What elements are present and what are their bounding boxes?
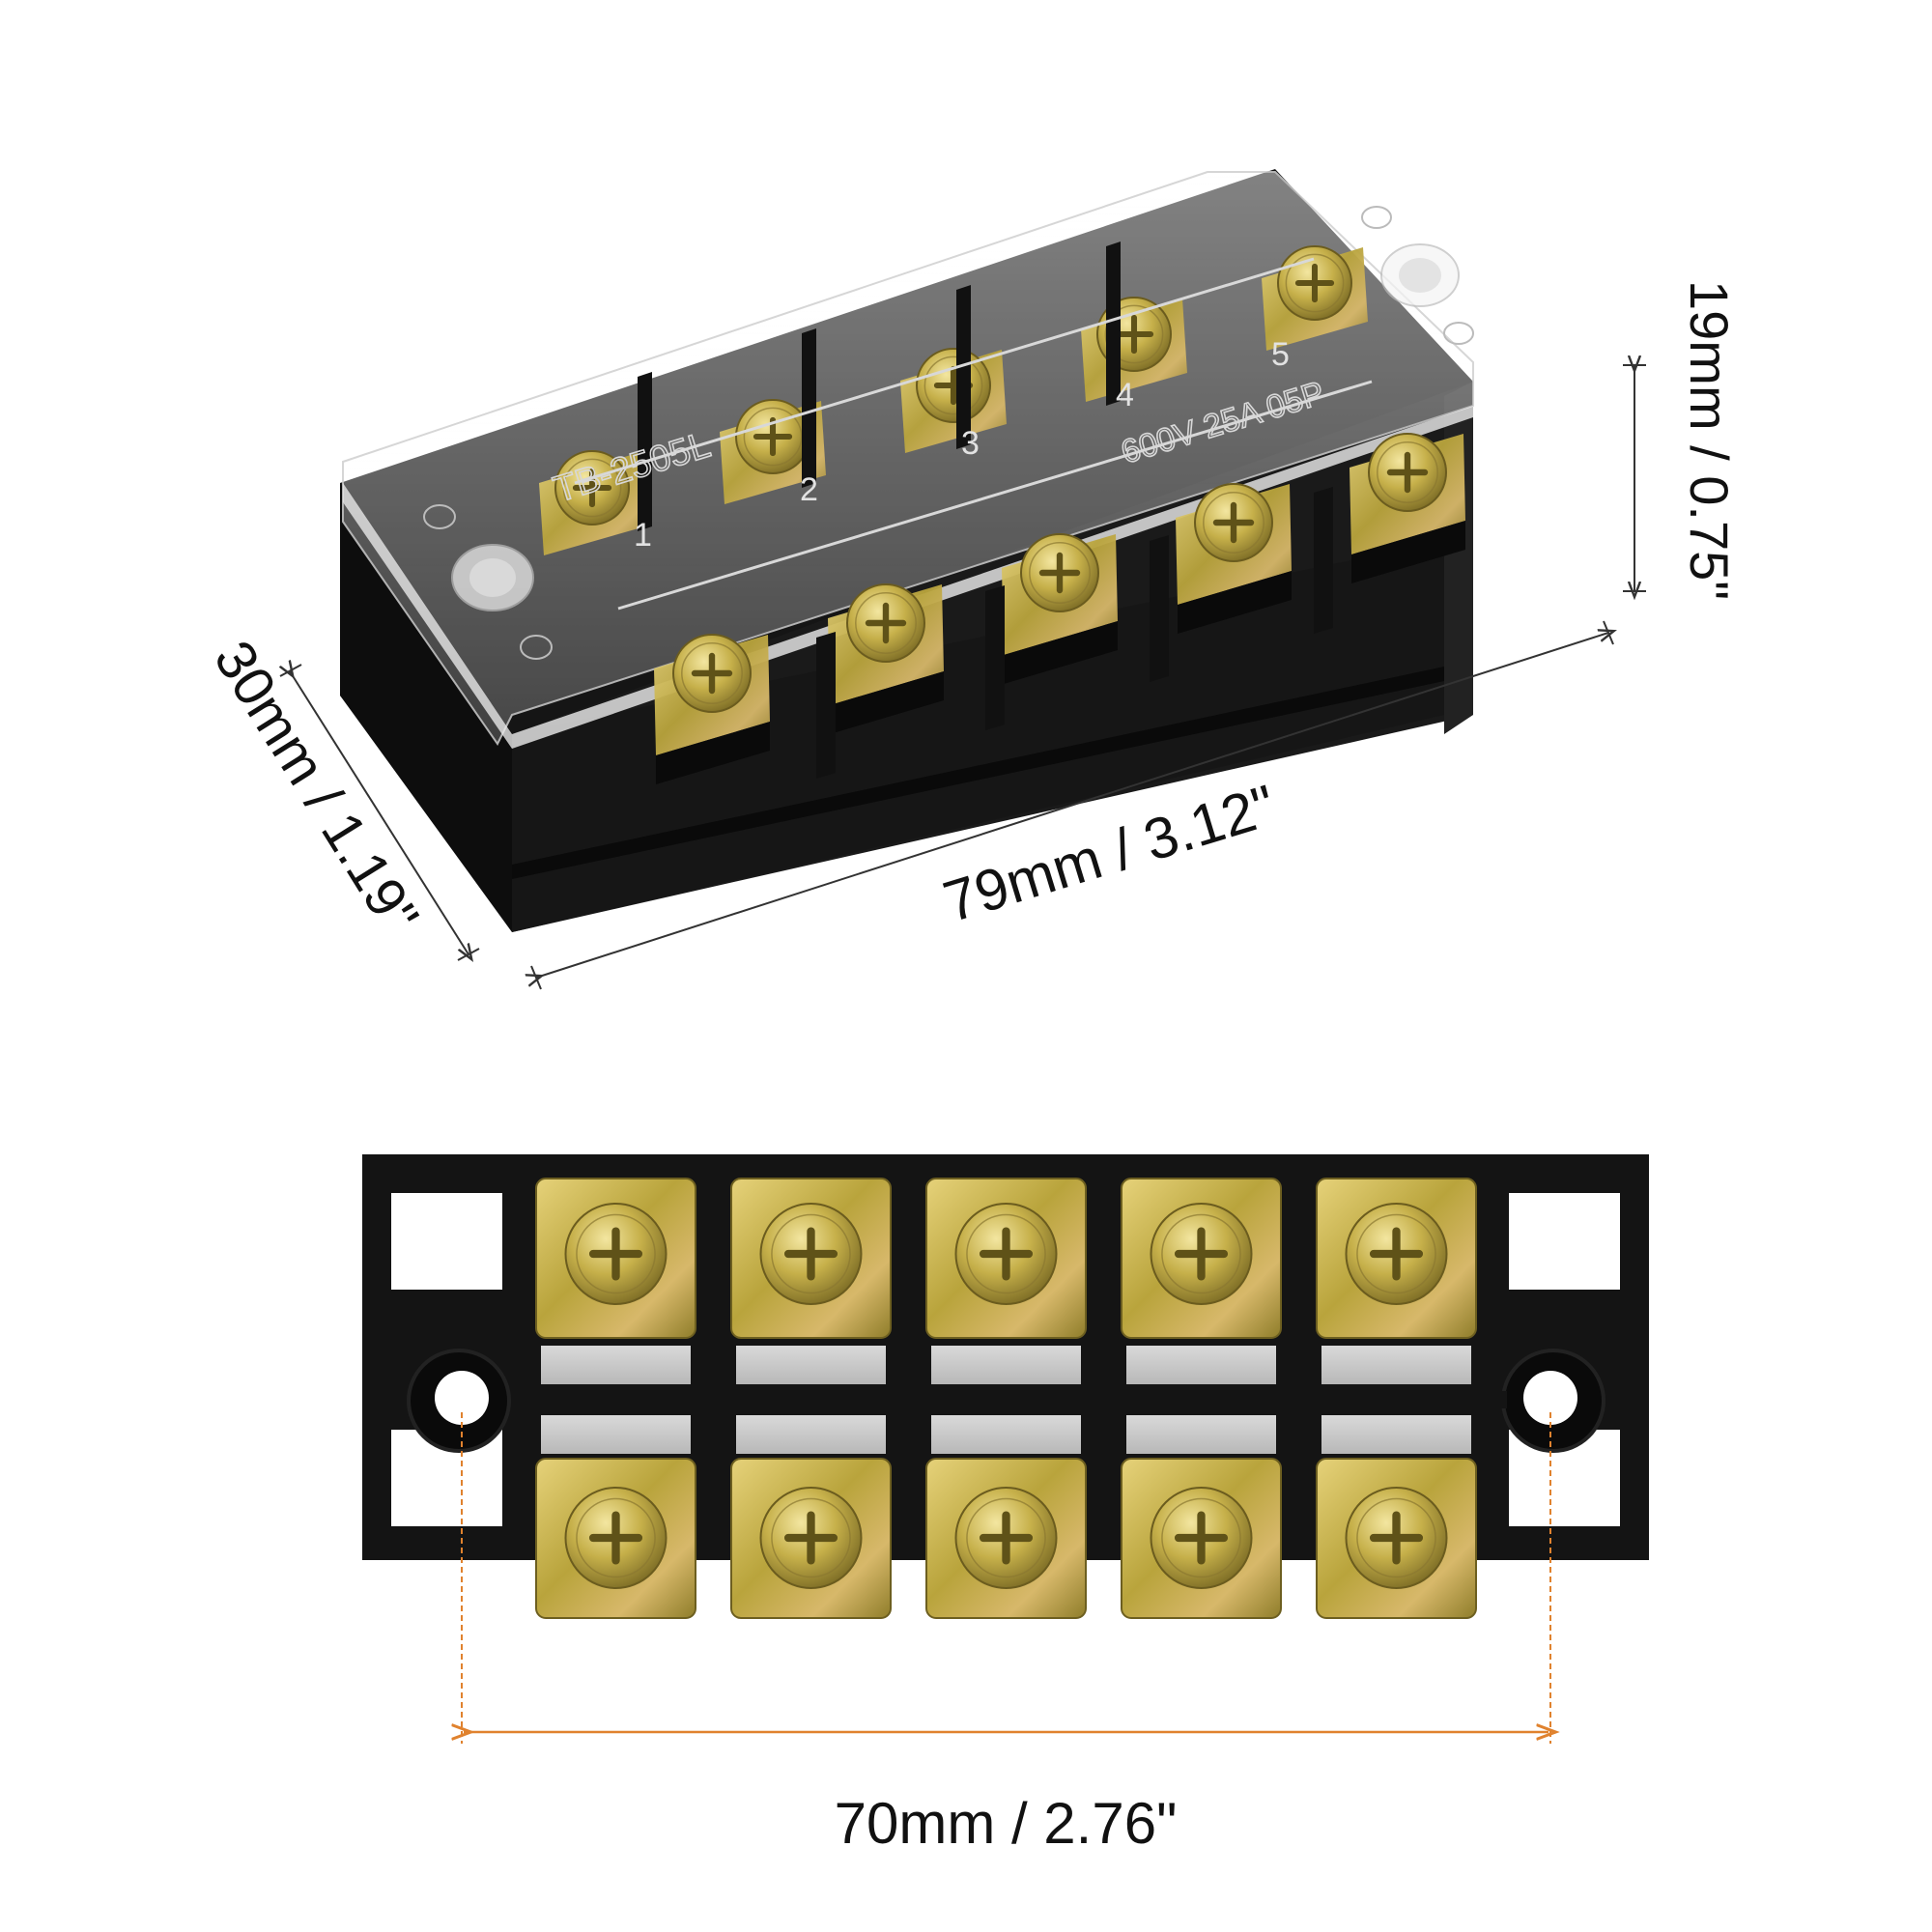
terminal-cell bbox=[535, 1178, 696, 1619]
top-view-divider bbox=[1295, 1154, 1309, 1560]
terminal-number-3: 3 bbox=[961, 425, 980, 462]
terminal-screw-lower bbox=[1150, 1487, 1253, 1589]
terminal-screw-lower bbox=[954, 1487, 1058, 1589]
terminal-strip-lower bbox=[736, 1415, 886, 1454]
terminal-number-1: 1 bbox=[634, 517, 652, 554]
iso-screw-lower bbox=[672, 634, 752, 713]
terminal-strip-lower bbox=[541, 1415, 691, 1454]
terminal-strip-lower bbox=[1321, 1415, 1471, 1454]
center-rail bbox=[512, 1391, 1507, 1408]
terminal-screw-upper bbox=[1150, 1203, 1253, 1305]
top-view-terminal-cells bbox=[512, 1154, 1507, 1619]
terminal-screw-upper bbox=[1345, 1203, 1448, 1305]
terminal-screw-upper bbox=[954, 1203, 1058, 1305]
terminal-number-2: 2 bbox=[800, 471, 818, 508]
hole-spacing-dimension-label: 70mm / 2.76" bbox=[835, 1791, 1178, 1856]
mounting-slot-top-right bbox=[1509, 1193, 1620, 1290]
terminal-number-4: 4 bbox=[1116, 377, 1134, 413]
mounting-boss-right bbox=[1361, 206, 1474, 345]
mounting-slot-top-left bbox=[391, 1193, 502, 1290]
terminal-screw-lower bbox=[759, 1487, 863, 1589]
terminal-screw-lower bbox=[1345, 1487, 1448, 1589]
iso-screw-upper bbox=[916, 348, 991, 423]
terminal-cell bbox=[730, 1178, 892, 1619]
terminal-screw-upper bbox=[759, 1203, 863, 1305]
mounting-hole-right bbox=[1523, 1371, 1577, 1425]
terminal-strip-upper bbox=[541, 1346, 691, 1384]
terminal-block-top-view bbox=[362, 1154, 1649, 1619]
iso-wire-slot bbox=[1178, 571, 1292, 634]
height-dimension-label: 19mm / 0.75" bbox=[1679, 280, 1740, 600]
cover-rail-lower bbox=[617, 380, 1373, 611]
terminal-screw-upper bbox=[564, 1203, 668, 1305]
iso-screw-upper bbox=[735, 399, 810, 474]
mounting-boss-left bbox=[423, 504, 553, 660]
terminal-strip-upper bbox=[1126, 1346, 1276, 1384]
cover-rail-upper bbox=[574, 257, 1315, 485]
terminal-strip-lower bbox=[1126, 1415, 1276, 1454]
mounting-hole-left bbox=[435, 1371, 489, 1425]
terminal-cell bbox=[925, 1178, 1087, 1619]
iso-screw-upper bbox=[1277, 245, 1352, 321]
terminal-strip-upper bbox=[1321, 1346, 1471, 1384]
terminal-strip-upper bbox=[736, 1346, 886, 1384]
height-dimension: 19mm / 0.75" bbox=[1623, 280, 1740, 600]
terminal-screw-lower bbox=[564, 1487, 668, 1589]
top-view-divider bbox=[1100, 1154, 1114, 1560]
iso-screw-lower bbox=[1194, 483, 1273, 562]
top-view-divider bbox=[710, 1154, 724, 1560]
terminal-block-iso-view: TB-2505L 600V 25A 05P 1 2 3 4 5 bbox=[340, 169, 1474, 932]
terminal-strip-lower bbox=[931, 1415, 1081, 1454]
terminal-cell bbox=[1121, 1178, 1282, 1619]
iso-screw-lower bbox=[1368, 433, 1447, 512]
terminal-number-labels: 1 2 3 4 5 bbox=[634, 336, 1290, 554]
terminal-strip-upper bbox=[931, 1346, 1081, 1384]
terminal-number-5: 5 bbox=[1271, 336, 1290, 373]
iso-screw-upper bbox=[554, 450, 630, 526]
hole-spacing-dimension: 70mm / 2.76" bbox=[462, 1412, 1550, 1856]
terminal-cell bbox=[1316, 1178, 1477, 1619]
iso-wire-slot bbox=[1351, 521, 1465, 583]
top-view-divider bbox=[905, 1154, 919, 1560]
iso-screw-lower bbox=[846, 583, 925, 663]
iso-screw-lower bbox=[1020, 533, 1099, 612]
